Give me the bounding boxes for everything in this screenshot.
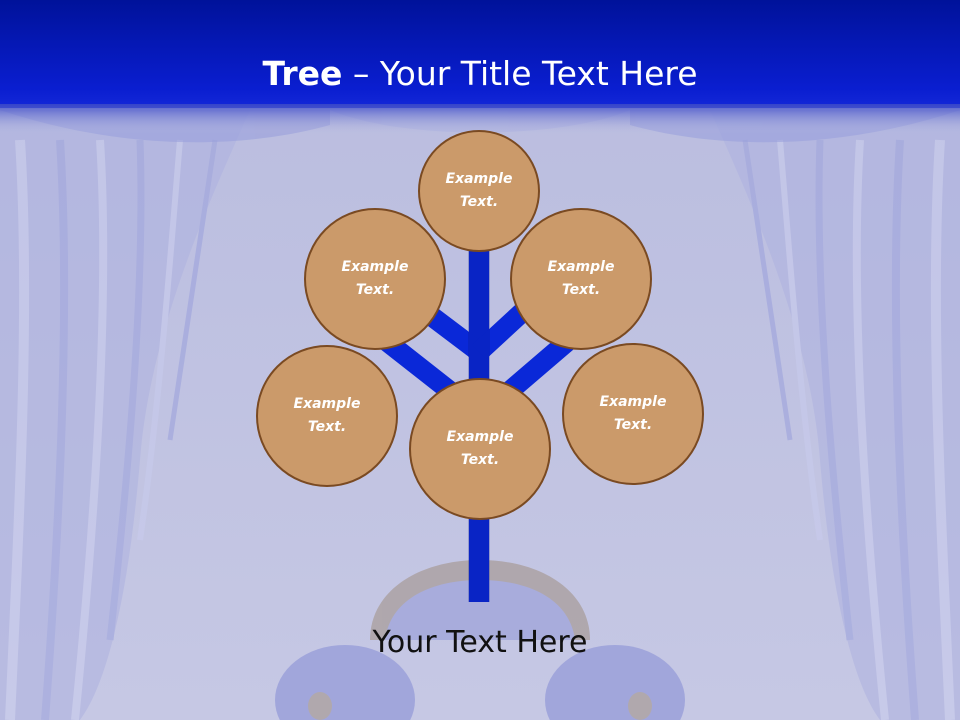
title-rest-part: – Your Title Text Here (342, 54, 698, 93)
tree-node-label: Example Text. (599, 394, 667, 433)
left-curtain (0, 110, 250, 720)
tree-node-label: Example Text. (547, 259, 615, 298)
tree-node-label: Example Text. (293, 396, 361, 435)
tree-node-top: Example Text. (418, 130, 540, 252)
right-curtain (710, 110, 960, 720)
tree-node-label: Example Text. (341, 259, 409, 298)
tree-node-lower-right: Example Text. (562, 343, 704, 485)
slide-title: Tree – Your Title Text Here (0, 52, 960, 96)
tree-node-center: Example Text. (409, 378, 551, 520)
title-bold-part: Tree (262, 54, 343, 93)
tree-node-upper-left: Example Text. (304, 208, 446, 350)
tree-node-label: Example Text. (445, 171, 513, 210)
caption-text: Your Text Here (372, 625, 588, 660)
tree-node-label: Example Text. (446, 429, 514, 468)
tree-node-upper-right: Example Text. (510, 208, 652, 350)
header-band (0, 0, 960, 108)
tree-node-lower-left: Example Text. (256, 345, 398, 487)
